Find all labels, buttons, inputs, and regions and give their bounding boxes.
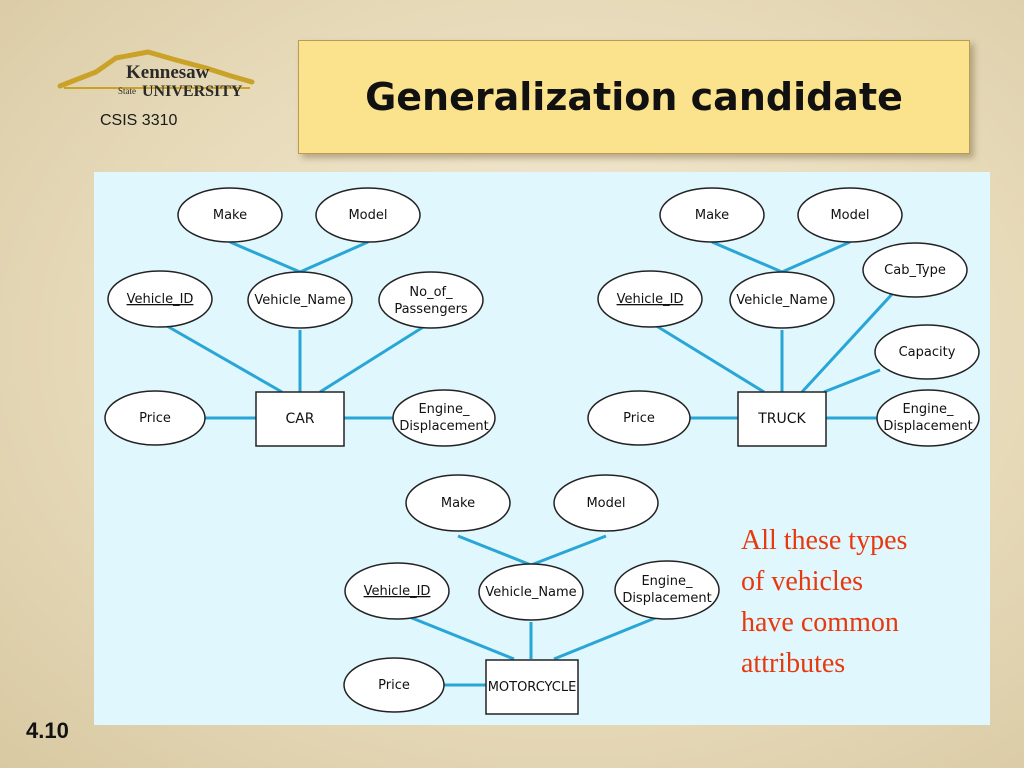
- motorcycle-entity-box: [485, 659, 579, 715]
- slide-number: 4.10: [26, 718, 69, 743]
- truck-vehicle-name-label: Vehicle_Name: [736, 293, 827, 308]
- note-line: of vehicles: [741, 566, 864, 597]
- car-entity-label: CAR: [285, 411, 314, 427]
- truck-price-label: Price: [623, 411, 655, 426]
- truck-model-attr: [797, 187, 903, 243]
- connectors: [159, 240, 896, 687]
- car-engine-attr: [392, 389, 496, 447]
- car-price-attr: [104, 390, 206, 446]
- truck-model-label: Model: [830, 208, 869, 223]
- note-line: All these types: [741, 525, 908, 556]
- car-model-attr: [315, 187, 421, 243]
- car-vehicle-id-attr: [107, 270, 213, 328]
- car-vehicle-name-attr: [247, 271, 353, 329]
- truck-make-label: Make: [695, 208, 729, 223]
- car-passengers-label-1: No_of_: [409, 285, 453, 300]
- car-price-label: Price: [139, 411, 171, 426]
- truck-engine-label-1: Engine_: [902, 402, 954, 417]
- svg-text:UNIVERSITY: UNIVERSITY: [142, 83, 243, 100]
- car-engine-label-2: Displacement: [399, 419, 488, 434]
- car-entity-box: [255, 391, 345, 447]
- truck-capacity-label: Capacity: [899, 345, 956, 360]
- truck-cab-type-label: Cab_Type: [884, 263, 946, 278]
- note-line: attributes: [741, 648, 846, 679]
- moto-engine-label-2: Displacement: [622, 591, 711, 606]
- moto-model-attr: [553, 474, 659, 532]
- truck-entity-box: [737, 391, 827, 447]
- car-vehicle-id-label: Vehicle_ID: [127, 292, 194, 307]
- labels: Make Model Vehicle_ID Vehicle_Name No_of…: [127, 208, 973, 695]
- truck-vehicle-id-label: Vehicle_ID: [617, 292, 684, 307]
- course-code: CSIS 3310: [100, 112, 178, 129]
- er-diagram: Make Model Vehicle_ID Vehicle_Name No_of…: [104, 187, 980, 715]
- moto-make-attr: [405, 474, 511, 532]
- car-make-label: Make: [213, 208, 247, 223]
- svg-text:Kennesaw: Kennesaw: [126, 62, 210, 83]
- truck-make-attr: [659, 187, 765, 243]
- note-line: have common: [741, 607, 899, 638]
- kennesaw-logo: Kennesaw State UNIVERSITY: [57, 49, 255, 100]
- moto-model-label: Model: [586, 496, 625, 511]
- er-diagram-panel: Make Model Vehicle_ID Vehicle_Name No_of…: [94, 172, 990, 725]
- moto-vehicle-id-label: Vehicle_ID: [364, 584, 431, 599]
- truck-engine-attr: [876, 389, 980, 447]
- truck-capacity-attr: [874, 324, 980, 380]
- car-passengers-attr: [378, 271, 484, 329]
- car-make-attr: [177, 187, 283, 243]
- moto-vehicle-name-attr: [478, 563, 584, 621]
- moto-engine-label-1: Engine_: [641, 574, 693, 589]
- moto-vehicle-name-label: Vehicle_Name: [485, 585, 576, 600]
- car-model-label: Model: [348, 208, 387, 223]
- svg-text:State: State: [118, 86, 136, 96]
- shapes: [104, 187, 980, 715]
- moto-price-label: Price: [378, 678, 410, 693]
- truck-cab-type-attr: [862, 242, 968, 298]
- truck-vehicle-name-attr: [729, 271, 835, 329]
- truck-engine-label-2: Displacement: [883, 419, 972, 434]
- truck-price-attr: [587, 390, 691, 446]
- truck-vehicle-id-attr: [597, 270, 703, 328]
- motorcycle-entity-label: MOTORCYCLE: [488, 680, 577, 695]
- moto-make-label: Make: [441, 496, 475, 511]
- car-engine-label-1: Engine_: [418, 402, 470, 417]
- title-box: Generalization candidate: [298, 40, 970, 154]
- truck-entity-label: TRUCK: [757, 411, 806, 427]
- slide-title: Generalization candidate: [365, 75, 903, 119]
- annotation-note: All these types of vehicles have common …: [741, 520, 971, 684]
- moto-vehicle-id-attr: [344, 562, 450, 620]
- car-vehicle-name-label: Vehicle_Name: [254, 293, 345, 308]
- car-passengers-label-2: Passengers: [394, 302, 468, 317]
- moto-price-attr: [343, 657, 445, 713]
- moto-engine-attr: [614, 560, 720, 620]
